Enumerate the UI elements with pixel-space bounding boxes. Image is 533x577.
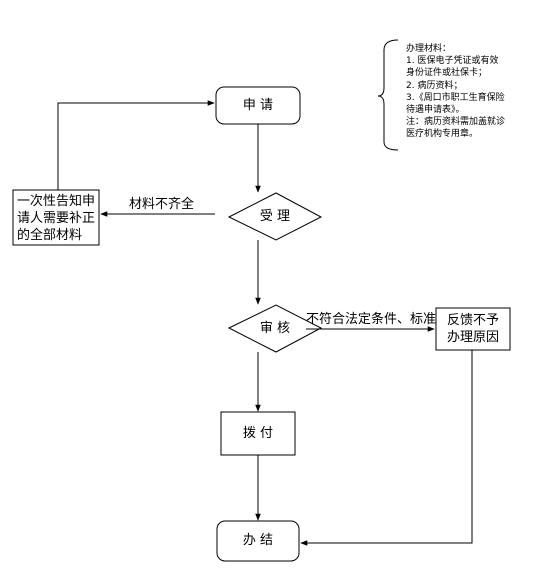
review-label: 审 核 <box>259 321 291 336</box>
materials-note: 办理材料： 1. 医保电子凭证或有效 身份证件或社保卡； 2. 病历资料； 3.… <box>406 43 518 141</box>
notify-label-line-3: 的全部材料 <box>17 228 83 243</box>
edge-label-incomplete: 材料不齐全 <box>129 197 195 212</box>
notify-node <box>12 189 100 246</box>
finish-label: 办 结 <box>242 533 274 548</box>
notify-label-line-2: 请人需要补正 <box>17 211 96 226</box>
notify-label-line-1: 一次性告知申 <box>17 194 96 209</box>
feedback-node <box>435 307 511 351</box>
finish-node <box>216 520 300 562</box>
edge-label-not-compliant: 不符合法定条件、标准 <box>306 312 437 327</box>
note-line: 2. 病历资料； <box>406 80 463 91</box>
feedback-label-line-1: 反馈不予 <box>446 313 499 328</box>
allocate-label: 拨 付 <box>242 426 274 441</box>
allocate-node <box>220 411 296 456</box>
note-line: 待遇申请表》。 <box>406 105 465 116</box>
note-line: 3.《周口市职工生育保险 <box>406 92 505 103</box>
note-line: 1. 医保电子凭证或有效 <box>406 56 499 67</box>
note-line: 办理材料： <box>406 44 452 54</box>
feedback-label-line-2: 办理原因 <box>446 330 499 345</box>
note-line: 医疗机构专用章。 <box>406 129 479 140</box>
accept-node <box>227 192 323 241</box>
arrow-feedback-to-finish <box>300 350 473 546</box>
accept-label: 受 理 <box>259 209 291 224</box>
note-line: 身份证件或社保卡； <box>406 68 488 79</box>
apply-label: 申 请 <box>242 98 274 113</box>
arrow-notify-to-apply <box>57 100 215 190</box>
review-node <box>227 304 323 353</box>
note-bracket <box>377 39 399 151</box>
note-line: 注：病历资料需加盖就诊 <box>406 117 506 128</box>
